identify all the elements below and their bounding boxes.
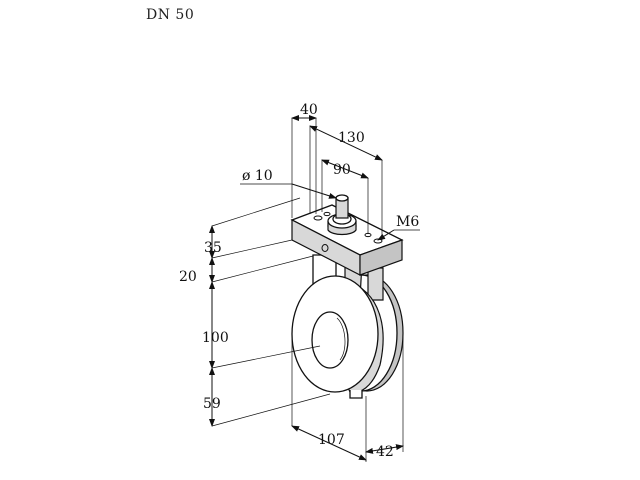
dim-20: 20 bbox=[179, 269, 197, 285]
dim-130: 130 bbox=[338, 130, 365, 146]
page-title: DN 50 bbox=[146, 7, 195, 23]
dim-90: 90 bbox=[333, 162, 351, 178]
dim-35: 35 bbox=[204, 240, 222, 256]
dim-40: 40 bbox=[300, 102, 318, 118]
dimension-labels: 40 130 90 ø 10 M6 35 20 100 59 107 42 bbox=[179, 102, 419, 460]
valve-body-front bbox=[291, 275, 384, 399]
dimension-lines bbox=[209, 115, 420, 462]
dim-100: 100 bbox=[202, 330, 229, 346]
dim-59: 59 bbox=[203, 396, 221, 412]
valve-stem bbox=[327, 194, 357, 236]
dim-107: 107 bbox=[318, 432, 345, 448]
dim-dia-10: ø 10 bbox=[242, 168, 273, 184]
dim-m6: M6 bbox=[396, 214, 419, 230]
dim-42: 42 bbox=[376, 444, 394, 460]
